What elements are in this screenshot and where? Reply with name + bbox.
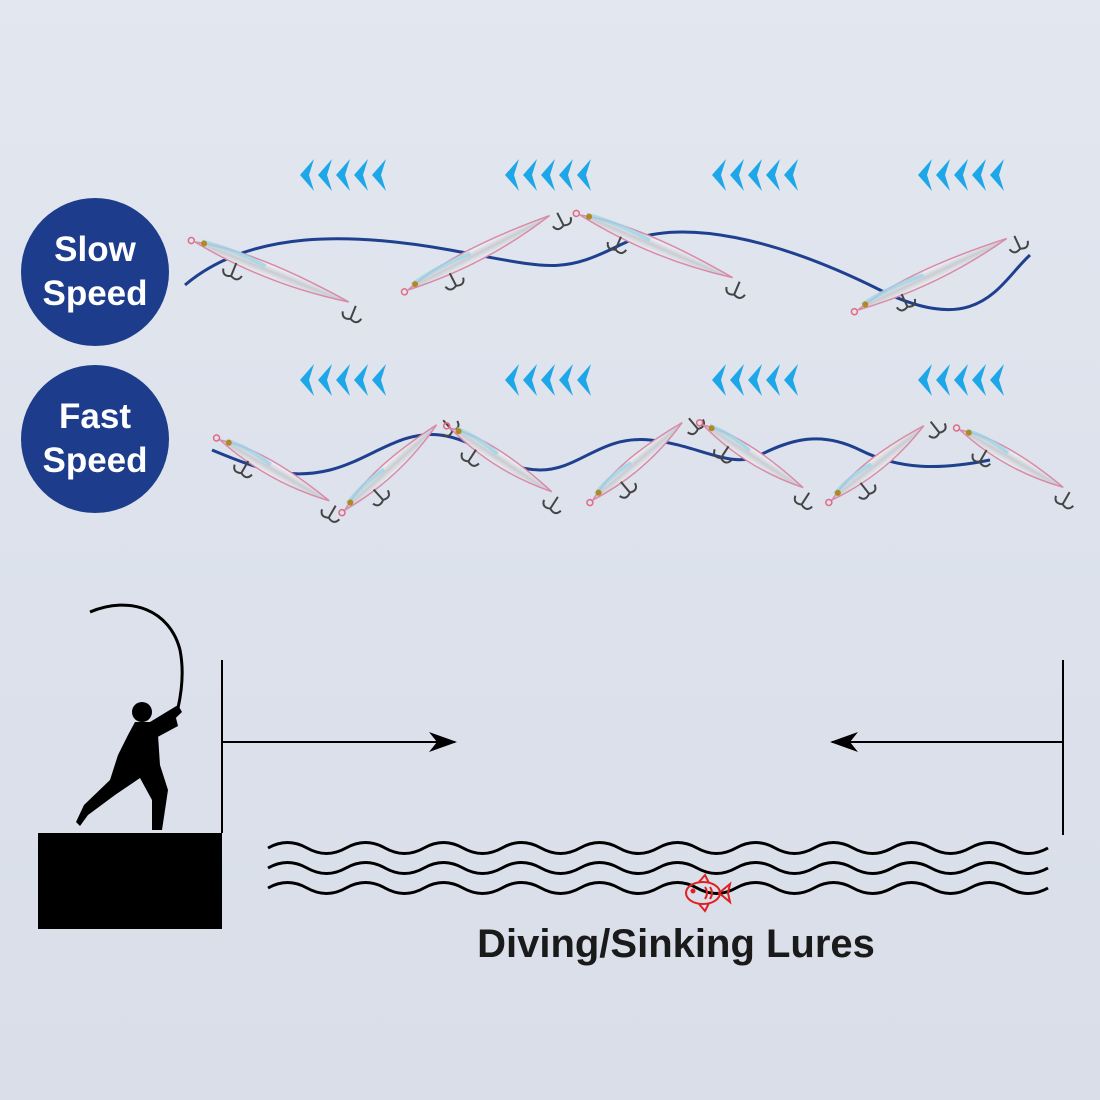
- fast-speed-line: [211, 432, 991, 476]
- slow-speed-line: [184, 230, 1032, 312]
- fisherman-icon: [76, 603, 184, 830]
- chevron-left-icon: [918, 364, 1004, 396]
- lures: [187, 209, 1074, 523]
- chevron-left-icon: [712, 364, 798, 396]
- lure-icon: [187, 236, 363, 324]
- lure-icon: [952, 424, 1074, 510]
- lure-icon: [442, 422, 562, 515]
- chevron-left-icon: [712, 159, 798, 191]
- caption: Diving/Sinking Lures: [477, 922, 875, 966]
- wave-icon: [267, 841, 1049, 895]
- lure-icon: [400, 212, 572, 296]
- slow-speed-label-1: Slow: [54, 230, 136, 269]
- chevron-left-icon: [505, 364, 591, 396]
- slow-speed-label-2: Speed: [42, 274, 148, 313]
- chevron-left-icon: [300, 364, 386, 396]
- lure-icon: [212, 434, 341, 523]
- lure-icon: [825, 421, 947, 507]
- lure-icon: [338, 419, 460, 517]
- slow-speed-badge: Slow Speed: [21, 198, 169, 346]
- lure-icon: [572, 209, 746, 300]
- lure-icon: [850, 235, 1029, 316]
- lure-icon: [695, 419, 813, 510]
- fast-speed-label-2: Speed: [42, 441, 148, 480]
- pier-platform: [38, 833, 222, 929]
- fish-icon: [685, 873, 732, 913]
- chevron-groups: [300, 159, 1004, 396]
- chevron-left-icon: [505, 159, 591, 191]
- chevron-left-icon: [918, 159, 1004, 191]
- lure-icon: [586, 417, 706, 507]
- fast-speed-badge: Fast Speed: [21, 365, 169, 513]
- fast-speed-label-1: Fast: [59, 397, 131, 436]
- chevron-left-icon: [300, 159, 386, 191]
